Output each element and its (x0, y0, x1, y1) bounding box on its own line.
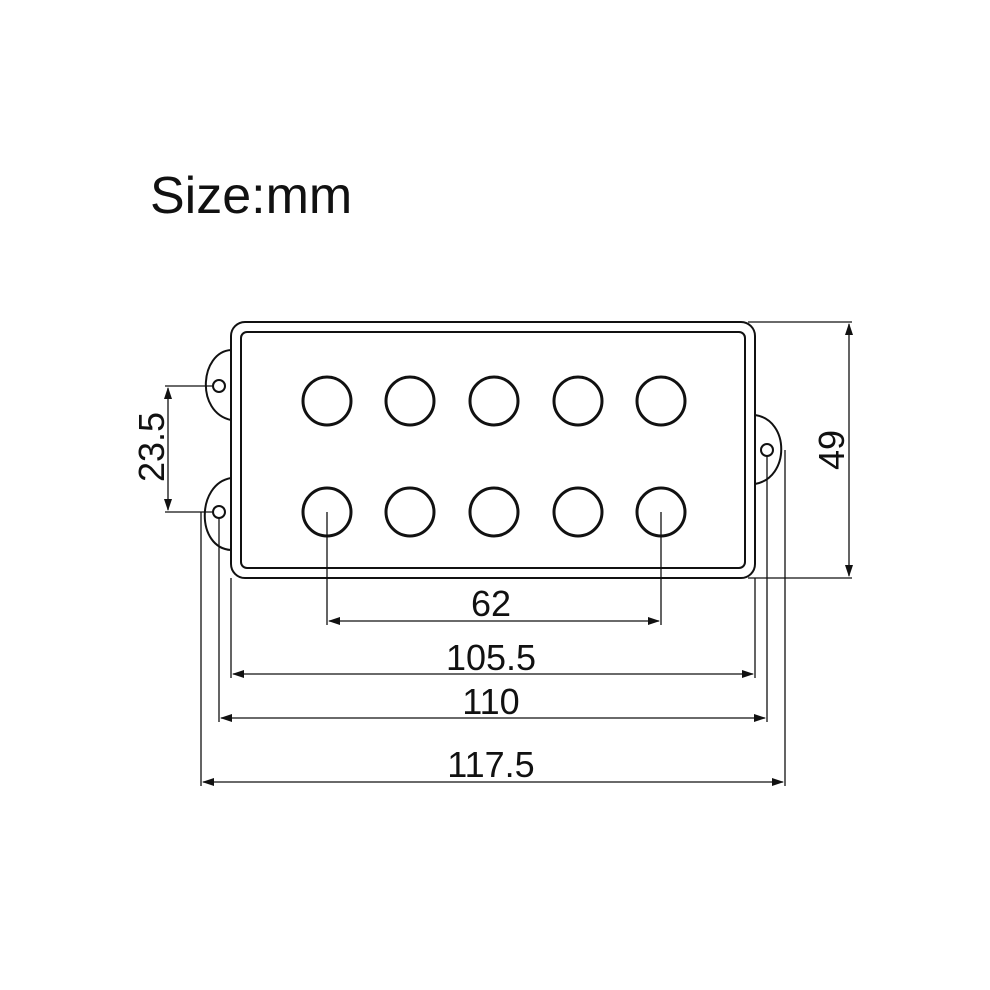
pickup-inner-panel (240, 331, 746, 569)
pole-piece (468, 375, 520, 427)
pole-piece (468, 486, 520, 538)
pickup-outer-rim (230, 321, 756, 579)
left-lower-mount-hole (212, 505, 226, 519)
arrowhead (232, 670, 244, 678)
left-upper-mount-ear (204, 349, 232, 421)
arrowhead (220, 714, 232, 722)
page-title: Size:mm (150, 167, 353, 225)
left-lower-mount-ear (203, 477, 232, 551)
dimension-label-overall-length: 117.5 (447, 744, 534, 785)
right-mount-ear (754, 414, 783, 485)
arrowhead (845, 565, 853, 577)
pole-piece (552, 375, 604, 427)
arrowhead (754, 714, 766, 722)
arrowhead (648, 617, 660, 625)
dimension-label-mount-spacing: 23.5 (131, 412, 172, 482)
arrowhead (772, 778, 784, 786)
dimension-label-pole-span: 62 (471, 583, 511, 624)
pole-piece (384, 486, 436, 538)
dimension-label-body-width: 105.5 (446, 637, 536, 678)
arrowhead (845, 323, 853, 335)
pole-piece (301, 375, 353, 427)
dimension-label-mount-width: 110 (462, 681, 519, 722)
arrowhead (742, 670, 754, 678)
pole-piece (635, 375, 687, 427)
pole-piece (552, 486, 604, 538)
arrowhead (202, 778, 214, 786)
arrowhead (164, 387, 172, 399)
dimension-label-height: 49 (811, 430, 852, 470)
arrowhead (164, 499, 172, 511)
pole-piece (384, 375, 436, 427)
arrowhead (328, 617, 340, 625)
left-upper-mount-hole (212, 379, 226, 393)
right-mount-hole (760, 443, 774, 457)
